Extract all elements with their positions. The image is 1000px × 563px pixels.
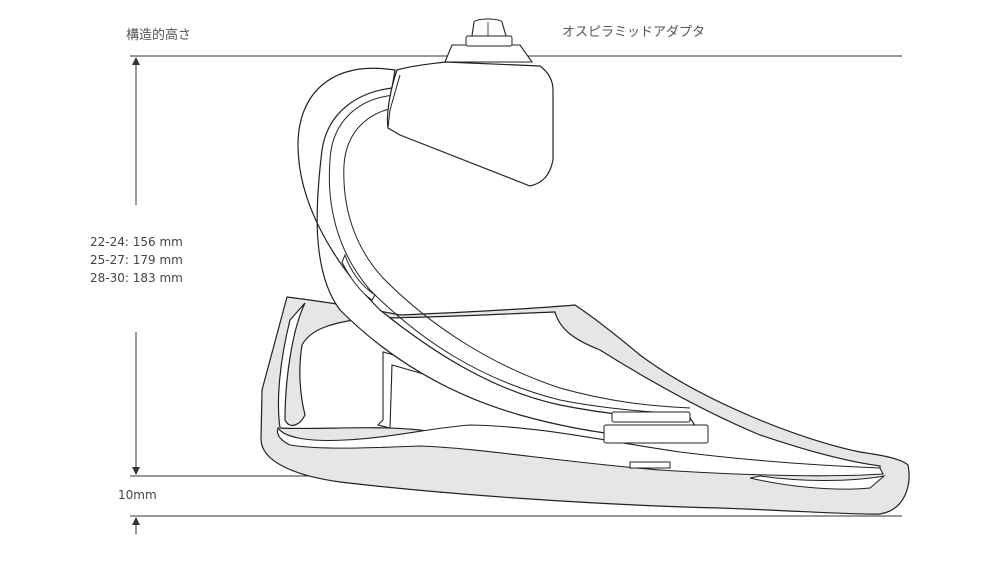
toe-clamp-top (611, 411, 691, 423)
heel-arrow-up-icon (132, 517, 140, 525)
toe-clamp-bottom (603, 424, 709, 444)
measurement-size-25-27: 25-27: 179 mm (90, 253, 183, 267)
measurement-size-28-30: 28-30: 183 mm (90, 271, 183, 285)
structural-height-title: 構造的高さ (126, 28, 192, 43)
carbon-blade-mid (328, 94, 691, 415)
height-measurements: 22-24: 156 mm 25-27: 179 mm 28-30: 183 m… (90, 233, 183, 287)
arrow-down-icon (132, 467, 140, 475)
adapter-housing-edge (387, 74, 401, 129)
toe-clamp-plate (629, 461, 671, 469)
carbon-blade-inner (343, 107, 691, 409)
pyramid-adapter-head (471, 18, 507, 37)
arrow-up-icon (132, 57, 140, 65)
adapter-housing (386, 61, 554, 187)
sole-plate (276, 424, 884, 477)
pyramid-adapter-title: オスピラミッドアダプタ (562, 25, 706, 40)
heel-height-label: 10mm (118, 488, 157, 502)
sole-tread (749, 475, 886, 490)
pyramid-adapter-collar (465, 35, 513, 47)
pyramid-adapter-base (444, 44, 534, 63)
blade-bumper (341, 253, 376, 301)
measurement-size-22-24: 22-24: 156 mm (90, 235, 183, 249)
